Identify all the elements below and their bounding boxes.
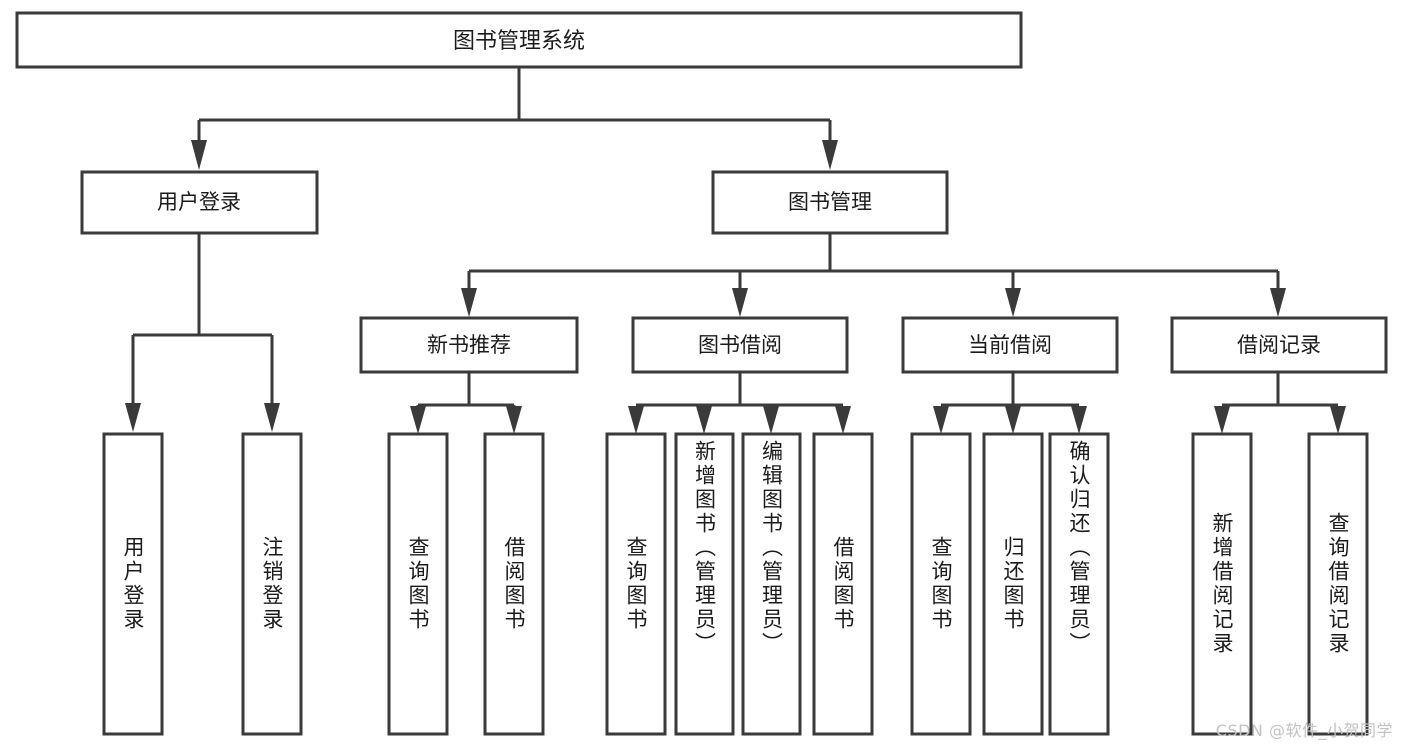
node-current-borrow-label: 当前借阅 — [968, 333, 1052, 357]
node-leaf-nbr-query-box[interactable] — [387, 432, 449, 736]
arrowhead-cb-query — [933, 406, 949, 434]
connector-layer — [125, 68, 1346, 434]
node-borrow-record-box[interactable] — [1170, 316, 1388, 374]
node-leaf-br-add-box[interactable] — [1191, 432, 1253, 736]
arrowhead-bb-query — [628, 406, 644, 434]
node-new-book-rec-label: 新书推荐 — [427, 333, 511, 357]
arrowhead-br-add — [1214, 406, 1230, 434]
node-leaf-bb-add-box[interactable] — [674, 432, 735, 736]
node-book-manage-box[interactable] — [711, 170, 949, 235]
arrowhead-new-book-rec — [461, 288, 477, 317]
arrowhead-current-borrow — [1005, 288, 1021, 317]
node-user-login-label: 用户登录 — [157, 190, 241, 214]
node-current-borrow-box[interactable] — [901, 316, 1119, 374]
node-root-box[interactable] — [15, 11, 1023, 69]
arrowhead-borrow-record — [1270, 288, 1286, 317]
arrowhead-nbr-borrow — [506, 406, 522, 434]
node-root-label: 图书管理系统 — [453, 29, 585, 54]
arrowhead-bb-borrow — [835, 406, 851, 434]
node-leaf-bb-borrow-box[interactable] — [812, 432, 874, 736]
node-borrow-record-label: 借阅记录 — [1237, 333, 1321, 357]
arrowhead-leaf-logout — [264, 403, 280, 432]
node-book-manage-label: 图书管理 — [788, 190, 872, 214]
arrowhead-nbr-query — [410, 406, 426, 434]
arrowhead-bb-edit — [763, 406, 779, 434]
node-leaf-cb-query-box[interactable] — [910, 432, 972, 736]
node-leaf-br-query-box[interactable] — [1307, 432, 1369, 736]
node-leaf-bb-query-box[interactable] — [605, 432, 667, 736]
node-new-book-rec-box[interactable] — [359, 316, 579, 374]
arrowhead-cb-confirm — [1071, 406, 1087, 434]
node-leaf-cb-confirm-box[interactable] — [1048, 432, 1110, 736]
node-book-borrow-label: 图书借阅 — [698, 333, 782, 357]
arrowhead-br-query — [1330, 406, 1346, 434]
arrowhead-user-login — [191, 140, 207, 170]
node-book-borrow-box[interactable] — [631, 316, 849, 374]
node-leaf-cb-return-box[interactable] — [982, 432, 1044, 736]
arrowhead-cb-return — [1005, 406, 1021, 434]
node-leaf-bb-edit-box[interactable] — [741, 432, 802, 736]
node-leaf-nbr-borrow-box[interactable] — [483, 432, 545, 736]
node-layer: 图书管理系统 用户登录 图书管理 新书推荐 图书借阅 当前借阅 借阅记录 — [15, 11, 1388, 736]
arrowhead-book-manage — [822, 140, 838, 170]
arrowhead-leaf-user-login — [125, 403, 141, 432]
node-user-login-box[interactable] — [80, 170, 319, 235]
arrowhead-book-borrow — [732, 288, 748, 317]
arrowhead-bb-add — [696, 406, 712, 434]
node-leaf-user-login-box[interactable] — [102, 432, 164, 736]
node-leaf-logout-box[interactable] — [241, 432, 303, 736]
